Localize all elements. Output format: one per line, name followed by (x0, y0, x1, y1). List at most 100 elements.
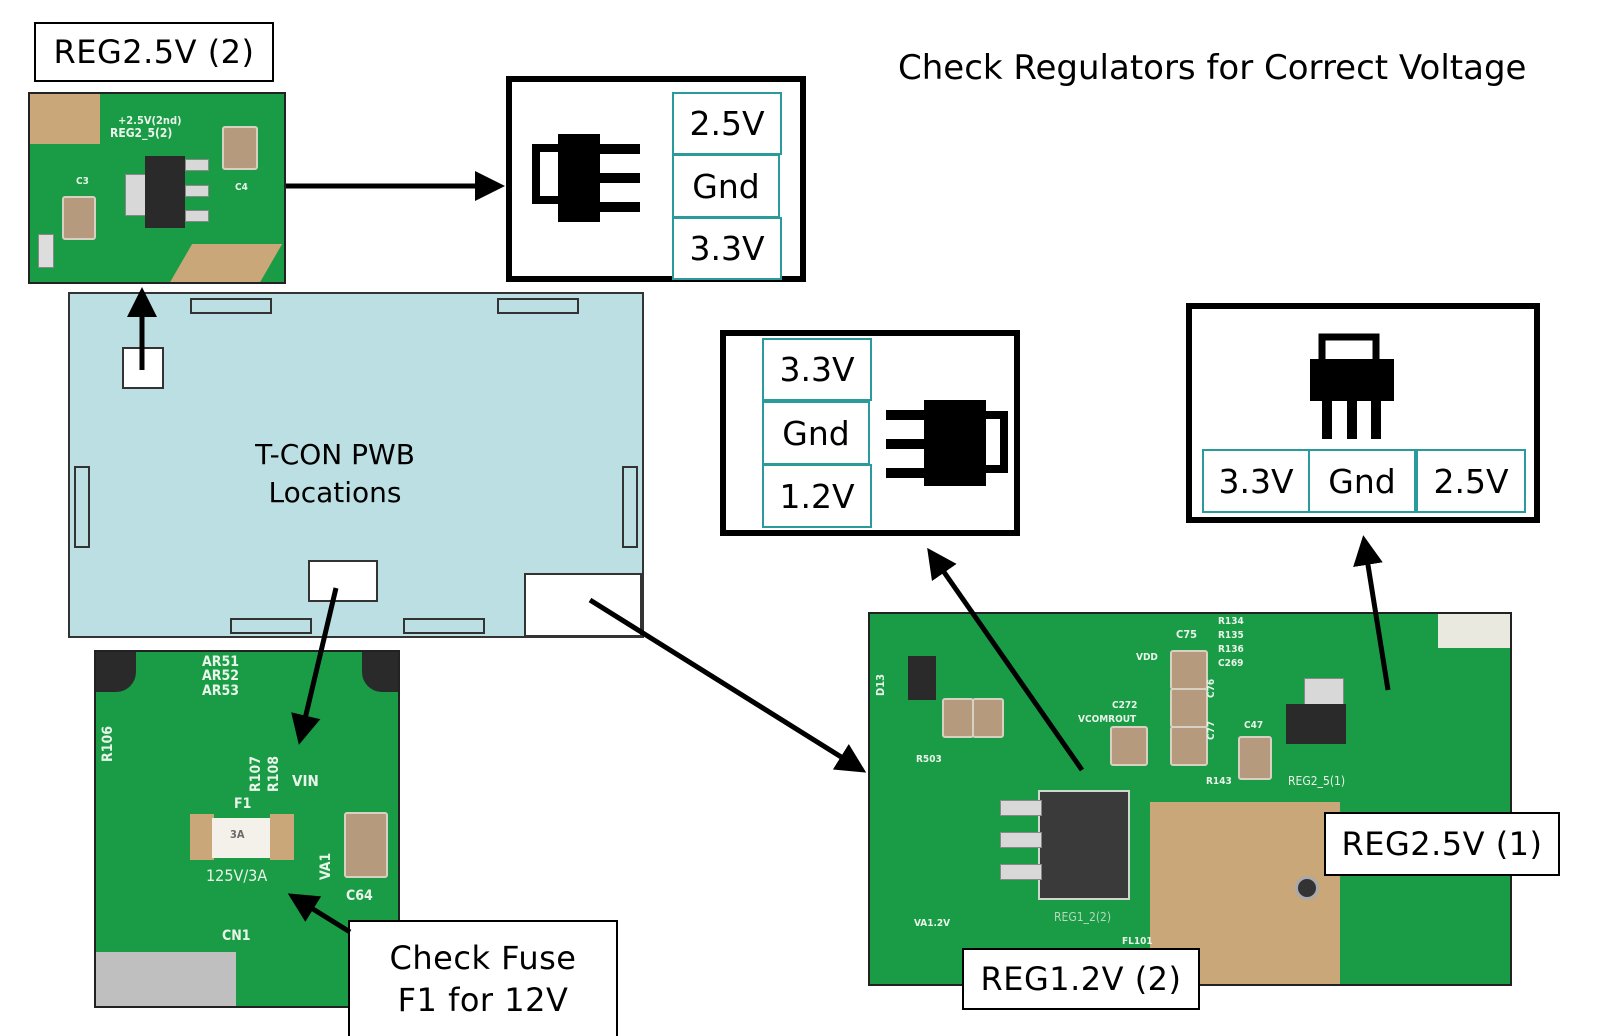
capacitor (942, 698, 974, 738)
pin-label: Gnd (762, 401, 870, 465)
board-connector (230, 618, 312, 634)
connector-cn1 (96, 952, 236, 1006)
silk-label: C269 (1218, 658, 1244, 669)
silk-label: D13 (874, 674, 887, 696)
pin-label: 2.5V (1416, 449, 1526, 513)
silk-label: 125V/3A (206, 866, 268, 885)
resistor (38, 234, 54, 268)
capacitor (1170, 726, 1208, 766)
reg25-1-chip (1286, 704, 1346, 744)
connector (1438, 614, 1510, 648)
reg25-1-pinout: 3.3V Gnd 2.5V (1186, 303, 1540, 523)
silk-label: VA1 (318, 852, 334, 880)
capacitor (222, 126, 258, 170)
pin-label: Gnd (672, 154, 780, 218)
pin-label: Gnd (1308, 449, 1416, 513)
silk-label: C47 (1244, 720, 1264, 731)
regulator-side-icon (886, 400, 1008, 486)
silk-label: C64 (346, 888, 373, 904)
capacitor (1170, 650, 1208, 690)
capacitor (344, 812, 388, 878)
silk-label: R106 (100, 726, 116, 762)
silk-label: R136 (1218, 644, 1244, 655)
capacitor (1170, 688, 1208, 728)
tcon-caption: T-CON PWB Locations (220, 436, 450, 512)
capacitor (972, 698, 1004, 738)
board-connector (74, 466, 90, 548)
board-connector (190, 298, 272, 314)
silk-label: R108 (266, 756, 282, 792)
fuse-terminal (190, 814, 214, 860)
ic-chip (362, 652, 398, 692)
regulator-pin (185, 185, 209, 197)
fuse-location[interactable] (308, 560, 378, 602)
tcon-caption-line2: Locations (268, 476, 402, 509)
regulator-chip (145, 156, 185, 228)
reg12-2-label: REG1.2V (2) (962, 948, 1200, 1010)
fuse-marking: 3A (230, 828, 245, 841)
screw-hole (1295, 876, 1319, 900)
fuse-callout-line1: Check Fuse (389, 939, 577, 977)
regulator-pin (185, 210, 209, 222)
fuse-body: 3A (212, 818, 272, 858)
silk-label: FL101 (1122, 936, 1153, 947)
silk-label: REG2_5(2) (110, 126, 173, 140)
silk-label: R143 (1206, 776, 1232, 787)
regulator-pin (1000, 864, 1042, 880)
silk-label: C77 (1206, 720, 1217, 740)
silk-label: R134 (1218, 616, 1244, 627)
regulator-side-icon (532, 134, 640, 222)
silk-label: VDD (1136, 652, 1158, 663)
reg12-2-chip (1038, 790, 1130, 900)
board-connector (622, 466, 638, 548)
reg12-reg25-1-location[interactable] (524, 573, 642, 637)
silk-label: C76 (1206, 678, 1217, 698)
capacitor (1110, 726, 1148, 766)
silk-label: R503 (916, 754, 942, 765)
reg12-2-pinout: 3.3V Gnd 1.2V (720, 330, 1020, 536)
reg25-1-label: REG2.5V (1) (1324, 812, 1560, 876)
silk-label: REG1_2(2) (1054, 910, 1112, 924)
reg25-2-photo: +2.5V(2nd) REG2_5(2) C3 C4 (28, 92, 286, 284)
fuse-callout: Check Fuse F1 for 12V (348, 920, 618, 1036)
regulator-pin (185, 159, 209, 171)
silk-label: AR51 (202, 654, 239, 670)
silk-label: C75 (1176, 628, 1198, 641)
pin-label: 1.2V (762, 464, 872, 528)
silk-label: C4 (235, 182, 248, 193)
copper-pad (30, 94, 100, 144)
regulator-pin (1000, 832, 1042, 848)
reg25-2-location[interactable] (122, 347, 164, 389)
copper-pad (167, 244, 283, 282)
capacitor (62, 196, 96, 240)
reg25-2-label: REG2.5V (2) (34, 22, 274, 82)
tcon-board: T-CON PWB Locations (68, 292, 644, 638)
capacitor (1238, 736, 1272, 780)
silk-label: C3 (76, 176, 89, 187)
ic-chip (96, 652, 136, 692)
silk-label: CN1 (222, 928, 251, 944)
pin-label: 3.3V (1202, 449, 1310, 513)
diode (908, 656, 936, 700)
silk-label: VA1.2V (914, 918, 951, 929)
silk-label: VCOMROUT (1078, 714, 1137, 725)
silk-label: REG2_5(1) (1288, 774, 1346, 788)
silk-label: F1 (234, 796, 252, 812)
page-title: Check Regulators for Correct Voltage (898, 48, 1527, 88)
silk-label: R135 (1218, 630, 1244, 641)
board-connector (403, 618, 485, 634)
reg25-2-pinout: 2.5V Gnd 3.3V (506, 76, 806, 282)
silk-label: R107 (248, 756, 264, 792)
tcon-caption-line1: T-CON PWB (255, 438, 415, 471)
reg12-reg25-1-photo: D13 C75 R134 R135 R136 C269 C272 VCOMROU… (868, 612, 1512, 986)
fuse-terminal (270, 814, 294, 860)
regulator-top-icon (1310, 333, 1394, 439)
pin-label: 3.3V (672, 217, 782, 280)
silk-label: AR53 (202, 683, 239, 699)
board-connector (497, 298, 579, 314)
pin-label: 3.3V (762, 338, 872, 401)
fuse-callout-line2: F1 for 12V (397, 981, 569, 1019)
silk-label: VIN (292, 772, 319, 790)
silk-label: AR52 (202, 668, 239, 684)
regulator-pin (1000, 800, 1042, 816)
